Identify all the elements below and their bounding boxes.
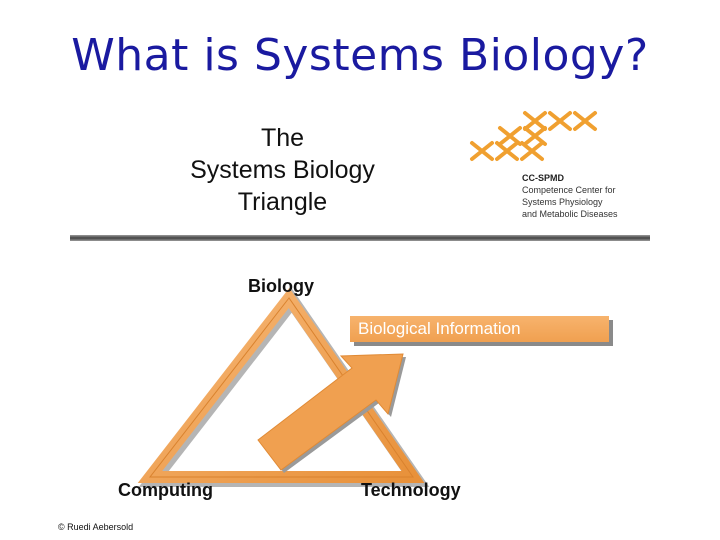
vertex-label-technology: Technology — [361, 480, 461, 500]
logo-text: CC-SPMD Competence Center for Systems Ph… — [522, 172, 618, 220]
triangle-heading: The Systems Biology Triangle — [150, 122, 415, 218]
cc-spmd-logo — [470, 111, 597, 161]
vertex-label-biology: Biology — [248, 276, 314, 296]
logo-mark-row-3 — [470, 141, 544, 161]
heading-line-1: The — [260, 124, 305, 152]
heading-line-2: Systems Biology — [190, 156, 375, 184]
vertex-label-computing: Computing — [118, 480, 213, 500]
logo-acronym: CC-SPMD — [522, 173, 564, 183]
copyright-notice: © Ruedi Aebersold — [58, 522, 134, 532]
logo-line-2: Systems Physiology — [522, 197, 603, 207]
heading-line-3: Triangle — [237, 188, 328, 216]
header-divider — [70, 235, 650, 241]
biological-information-box: Biological Information — [350, 316, 609, 342]
logo-line-1: Competence Center for — [522, 185, 616, 195]
logo-mark-row-2 — [498, 126, 547, 146]
slide-title: What is Systems Biology? — [71, 30, 649, 81]
information-arrow — [257, 353, 406, 473]
biological-information-label: Biological Information — [358, 319, 521, 338]
logo-line-3: and Metabolic Diseases — [522, 209, 618, 219]
